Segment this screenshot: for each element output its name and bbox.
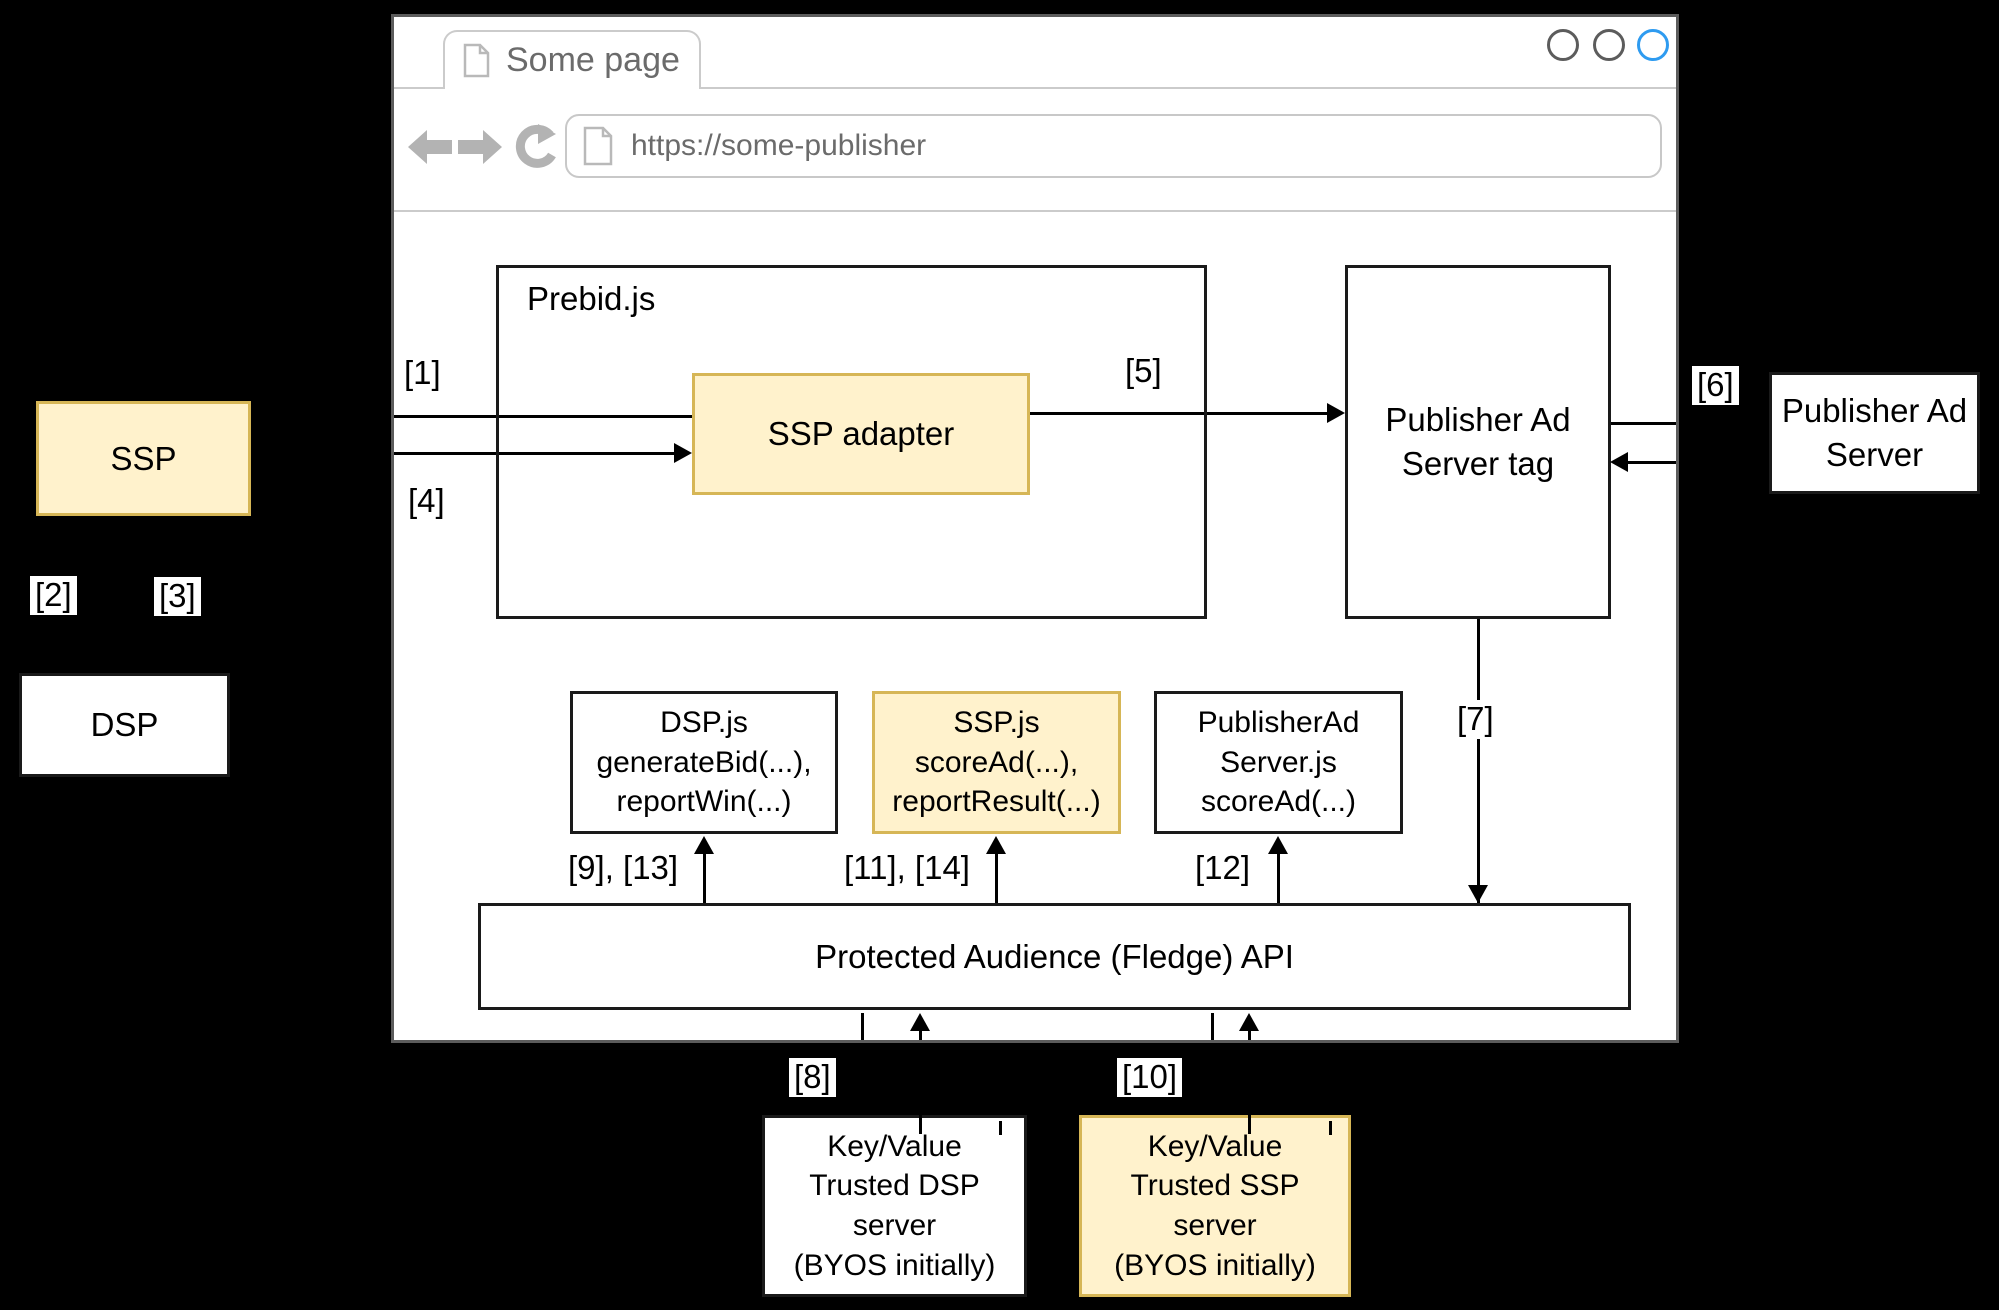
browser-tab[interactable]: Some page: [443, 30, 701, 89]
reload-button[interactable]: [511, 123, 557, 171]
address-bar[interactable]: https://some-publisher: [565, 114, 1662, 178]
forward-button[interactable]: [457, 129, 503, 165]
step-label-5: [5]: [1120, 352, 1167, 391]
kv-ssp-line-4: (BYOS initially): [1114, 1248, 1316, 1282]
fledge-api-box: Protected Audience (Fledge) API: [478, 903, 1631, 1010]
dsp-js-line-1: DSP.js: [660, 706, 748, 740]
dsp-js-box: DSP.js generateBid(...), reportWin(...): [570, 691, 838, 834]
step-label-3: [3]: [154, 577, 201, 616]
connector-4-arrowhead: [674, 443, 692, 463]
ssp-label: SSP: [110, 439, 177, 477]
kvdsp-to-api-arrowhead: [910, 1013, 930, 1031]
kvssp-to-api-line: [1248, 1028, 1251, 1134]
dsp-box: DSP: [19, 673, 230, 777]
dsp-js-line-2: generateBid(...),: [596, 745, 812, 779]
step-label-7: [7]: [1452, 700, 1499, 739]
api-to-dspjs-arrowhead: [694, 836, 714, 854]
publisher-ad-server-box: Publisher Ad Server: [1769, 372, 1980, 494]
connector-7-line: [1477, 619, 1480, 903]
ssp-adapter-label: SSP adapter: [767, 415, 955, 453]
kv-trusted-ssp-server-box: Key/Value Trusted SSP server (BYOS initi…: [1079, 1115, 1351, 1297]
step-label-10: [10]: [1117, 1058, 1183, 1097]
kvdsp-stub-line: [999, 1121, 1002, 1135]
api-to-dspjs-line: [703, 850, 706, 903]
kv-ssp-line-1: Key/Value: [1147, 1129, 1283, 1163]
address-page-icon: [583, 126, 613, 166]
connector-1-line: [251, 415, 692, 418]
api-to-sspjs-arrowhead: [986, 836, 1006, 854]
publisher-ad-server-js-box: PublisherAd Server.js scoreAd(...): [1154, 691, 1403, 834]
pas-js-line-2: Server.js: [1220, 745, 1337, 779]
tab-title: Some page: [506, 41, 680, 79]
back-arrow-icon: [407, 129, 453, 165]
step-label-11-14: [11], [14]: [839, 849, 975, 888]
address-url: https://some-publisher: [631, 129, 927, 162]
tab-page-icon: [463, 43, 490, 78]
dsp-js-line-3: reportWin(...): [616, 785, 792, 819]
fledge-api-label: Protected Audience (Fledge) API: [815, 937, 1294, 975]
pas-js-line-1: PublisherAd: [1197, 706, 1360, 740]
step-label-2: [2]: [30, 576, 77, 615]
kv-ssp-line-3: server: [1173, 1209, 1257, 1242]
ssp-js-box: SSP.js scoreAd(...), reportResult(...): [872, 691, 1121, 834]
window-control-circle-1[interactable]: [1547, 29, 1579, 61]
ssp-js-line-1: SSP.js: [953, 706, 1040, 740]
forward-arrow-icon: [457, 129, 503, 165]
connector-6-arrowhead: [1610, 452, 1628, 472]
kvdsp-to-api-line: [919, 1028, 922, 1134]
kv-dsp-line-1: Key/Value: [827, 1129, 962, 1163]
connector-7-arrowhead: [1468, 885, 1488, 903]
connector-5-line: [1030, 412, 1329, 415]
step-label-9-13: [9], [13]: [563, 849, 684, 888]
connector-6-request-line: [1611, 422, 1771, 425]
kv-trusted-dsp-server-box: Key/Value Trusted DSP server (BYOS initi…: [762, 1115, 1027, 1297]
api-to-kvdsp-line: [861, 1013, 864, 1115]
reload-icon: [511, 123, 557, 171]
window-control-circle-2[interactable]: [1593, 29, 1625, 61]
publisher-ad-server-tag-box: Publisher Ad Server tag: [1345, 265, 1611, 619]
tag-line-2: Server tag: [1401, 445, 1555, 482]
kv-ssp-line-2: Trusted SSP: [1130, 1169, 1300, 1203]
step-label-4: [4]: [403, 482, 450, 521]
kvssp-to-api-arrowhead: [1239, 1013, 1259, 1031]
pas-js-line-3: scoreAd(...): [1200, 785, 1357, 819]
dsp-label: DSP: [90, 706, 159, 744]
ssp-js-line-3: reportResult(...): [892, 785, 1101, 819]
api-to-pasjs-arrowhead: [1268, 836, 1288, 854]
toolbar-divider: [391, 210, 1679, 212]
step-label-12: [12]: [1190, 849, 1256, 888]
api-to-sspjs-line: [995, 850, 998, 903]
kvssp-stub-line: [1329, 1121, 1332, 1135]
pas-line-1: Publisher Ad: [1781, 392, 1968, 430]
window-control-circle-active[interactable]: [1637, 29, 1669, 61]
kv-dsp-line-4: (BYOS initially): [793, 1248, 996, 1282]
prebid-label: Prebid.js: [527, 280, 656, 317]
step-label-6: [6]: [1692, 366, 1739, 405]
kv-dsp-line-2: Trusted DSP: [809, 1169, 980, 1203]
tabbar-divider: [391, 87, 1679, 89]
ssp-js-line-2: scoreAd(...),: [914, 745, 1079, 779]
step-label-1: [1]: [399, 354, 446, 393]
pas-line-2: Server: [1825, 436, 1924, 473]
ssp-box: SSP: [36, 401, 251, 516]
prebid-box: Prebid.js: [496, 265, 1207, 619]
api-to-kvssp-line: [1211, 1013, 1214, 1115]
api-to-pasjs-line: [1277, 850, 1280, 903]
kv-dsp-line-3: server: [852, 1209, 937, 1242]
ssp-adapter-box: SSP adapter: [692, 373, 1030, 495]
connector-4-line: [251, 452, 675, 455]
back-button[interactable]: [407, 129, 453, 165]
connector-5-arrowhead: [1327, 403, 1345, 423]
tag-line-1: Publisher Ad: [1385, 401, 1571, 439]
connector-6-response-line: [1627, 461, 1771, 464]
step-label-8: [8]: [789, 1058, 836, 1097]
